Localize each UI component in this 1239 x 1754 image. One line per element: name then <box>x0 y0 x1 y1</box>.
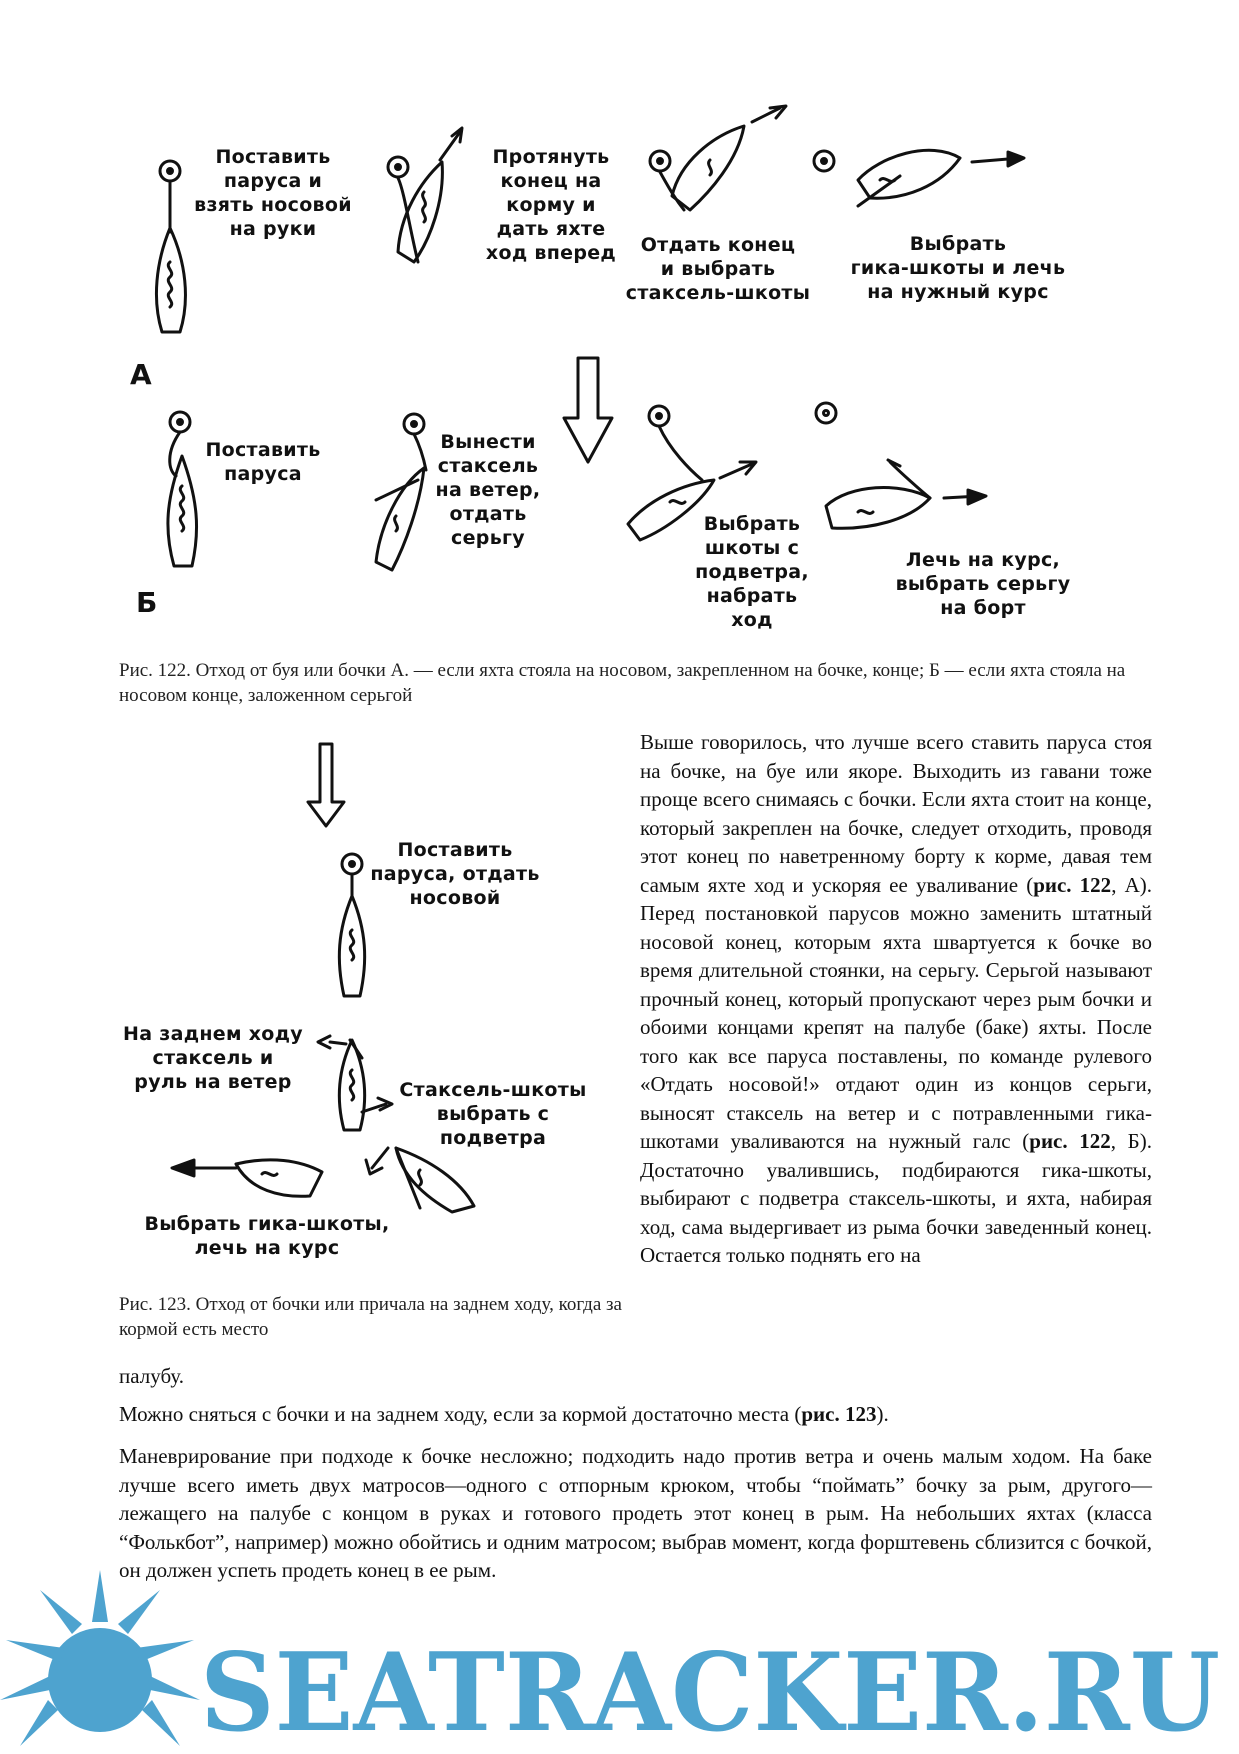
figure-122-label-a2: Протянуть конец на корму и дать яхте ход… <box>485 146 617 264</box>
watermark-logo: SEATRACKER.RU <box>0 1570 1222 1754</box>
boat-123-2 <box>337 1038 367 1132</box>
body-text-column: Выше говорилось, что лучше всего ставить… <box>640 728 1152 1270</box>
boat-a2 <box>396 160 444 264</box>
figure-122-label-b3: Выбрать шкоты с подветра, набрать ход <box>695 513 809 631</box>
boat-b2 <box>374 466 426 572</box>
hollow-arrow-down <box>562 356 614 464</box>
sun-icon <box>0 1570 200 1746</box>
boat-123-1 <box>337 894 367 998</box>
figure-123-label-1: Поставить паруса, отдать носовой <box>370 839 540 909</box>
hollow-arrow-down-2 <box>306 742 346 828</box>
boat-b1 <box>166 454 199 568</box>
body-text-part-1: Выше говорилось, что лучше всего ставить… <box>640 730 1152 897</box>
boat-b4 <box>824 486 932 530</box>
body-text-part-3: , Б). Достаточно увалившись, подбираются… <box>640 1129 1152 1267</box>
figure-122-label-b4: Лечь на курс, выбрать серьгу на борт <box>895 549 1071 619</box>
boat-a4 <box>856 148 962 200</box>
boat-b3 <box>626 478 716 542</box>
paragraph-reverse: Можно сняться с бочки и на заднем ходу, … <box>119 1400 1152 1429</box>
figure-123-caption: Рис. 123. Отход от бочки или причала на … <box>119 1294 622 1340</box>
boat-a3 <box>670 124 746 212</box>
paragraph-approach: Маневрирование при подходе к бочке несло… <box>119 1444 1152 1582</box>
figure-122-caption: Рис. 122. Отход от буя или бочки А. — ес… <box>119 660 1126 706</box>
figure-ref-122-b: рис. 122 <box>1029 1129 1111 1153</box>
figure-123-label-4: Выбрать гика-шкоты, лечь на курс <box>144 1213 390 1259</box>
body-text-part-2: , А). Перед постановкой парусов можно за… <box>640 872 1152 1154</box>
figure-ref-122-a: рис. 122 <box>1033 872 1112 897</box>
figure-122-label-b1: Поставить паруса <box>205 439 321 485</box>
boat-123-4 <box>234 1158 324 1198</box>
figure-122-label-a3: Отдать конец и выбрать стаксель-шкоты <box>625 234 811 304</box>
figure-ref-123: рис. 123 <box>801 1402 877 1426</box>
figure-122-label-b2: Вынести стаксель на ветер, отдать серьгу <box>435 431 541 549</box>
paragraph-reverse-end: ). <box>876 1402 889 1426</box>
body-text-continuation: палубу. <box>119 1364 184 1388</box>
figure-123-label-2: На заднем ходу стаксель и руль на ветер <box>123 1023 303 1093</box>
figure-122-drawing <box>154 104 1026 572</box>
figure-123-drawing <box>170 742 476 1214</box>
figure-122-label-a1: Поставить паруса и взять носовой на руки <box>194 146 352 240</box>
watermark-text: SEATRACKER.RU <box>200 1630 1220 1754</box>
figure-122-letter-b: Б <box>136 586 158 619</box>
paragraph-reverse-text: Можно сняться с бочки и на заднем ходу, … <box>119 1402 802 1426</box>
boat-a1 <box>154 226 187 334</box>
figure-122-letter-a: А <box>130 358 152 391</box>
figure-123-label-3: Стаксель-шкоты выбрать с подветра <box>399 1079 587 1149</box>
figure-122-label-a4: Выбрать гика-шкоты и лечь на нужный курс <box>850 233 1066 303</box>
